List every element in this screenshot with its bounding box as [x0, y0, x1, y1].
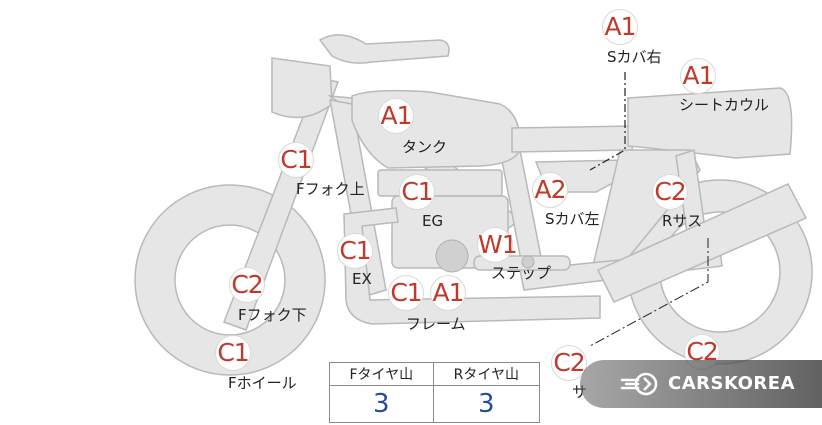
grade-badge-s-cover-right: A1 — [602, 9, 638, 45]
part-label-s-cover-right: Sカバ右 — [607, 48, 662, 66]
seat-cowl-shape — [627, 87, 793, 159]
engine-cover-shape — [435, 239, 469, 273]
part-label-frame: フレーム — [406, 315, 466, 333]
part-label-tank: タンク — [402, 138, 448, 156]
part-label-engine: EG — [422, 212, 444, 230]
tire-tread-table: Fタイヤ山 Rタイヤ山 3 3 — [329, 362, 541, 423]
watermark-text: CARSKOREA — [668, 373, 795, 394]
leader-line-r-suspension — [589, 238, 709, 347]
grade-badge-frame-1: C1 — [388, 275, 424, 311]
tire-value-front: 3 — [329, 385, 434, 423]
headlight-shape — [271, 57, 333, 119]
exhaust-pipe-shape — [343, 207, 601, 325]
grade-badge-seat-cowl: A1 — [680, 58, 716, 94]
grade-badge-frame-2: A1 — [430, 275, 466, 311]
grade-badge-engine: C1 — [399, 174, 435, 210]
muffler-shape — [596, 183, 808, 303]
part-label-exhaust: EX — [352, 270, 372, 288]
tire-value-rear: 3 — [432, 385, 541, 423]
grade-badge-s-cover-left: A2 — [532, 172, 568, 208]
grade-badge-r-suspension: C2 — [652, 174, 688, 210]
grade-badge-tank: A1 — [378, 98, 414, 134]
grade-badge-f-fork-upper: C1 — [278, 142, 314, 178]
part-label-step: ステップ — [491, 264, 552, 282]
watermark-badge: CARSKOREA — [580, 360, 822, 408]
flame-logo-icon — [620, 372, 658, 396]
seat-shape — [511, 125, 637, 153]
tire-header-rear: Rタイヤ山 — [432, 362, 541, 386]
grade-badge-f-fork-lower: C2 — [229, 267, 265, 303]
grade-badge-exhaust: C1 — [337, 233, 373, 269]
part-label-f-fork-upper: Fフォク上 — [296, 180, 365, 198]
part-label-f-fork-lower: Fフォク下 — [238, 306, 307, 324]
tire-header-front: Fタイヤ山 — [329, 362, 434, 386]
handlebar-shape — [318, 34, 450, 64]
grade-badge-f-wheel: C1 — [215, 335, 251, 371]
engine-top-shape — [377, 169, 503, 197]
part-label-s-cover-left: Sカバ左 — [545, 210, 600, 228]
part-label-r-suspension: Rサス — [662, 212, 703, 230]
grade-badge-step: W1 — [477, 227, 518, 263]
part-label-seat-cowl: シートカウル — [679, 96, 770, 114]
part-label-f-wheel: Fホイール — [228, 374, 297, 392]
